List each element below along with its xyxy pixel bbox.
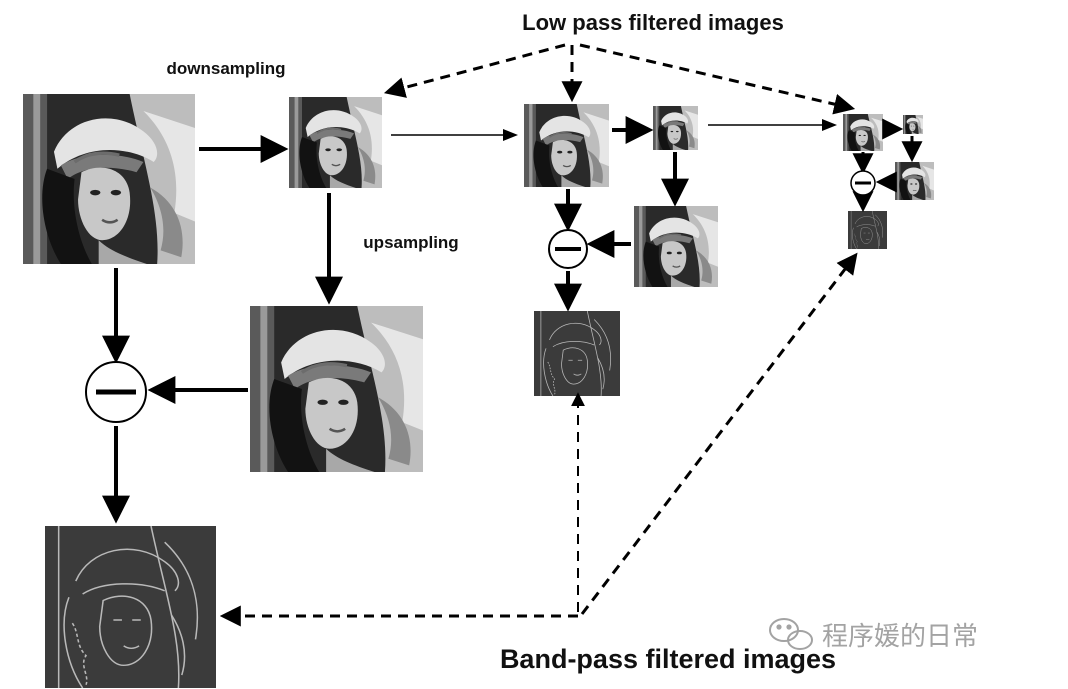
downsampled-image-level-n xyxy=(903,115,923,134)
band-pass-title: Band-pass filtered images xyxy=(500,644,836,674)
dashed-arrow-to-level-1 xyxy=(383,43,566,98)
solid-arrows xyxy=(102,116,923,524)
original-image xyxy=(23,94,195,264)
subtract-operator-0 xyxy=(85,361,147,423)
upsampling-label: upsampling xyxy=(363,233,458,252)
band-pass-image-level-1 xyxy=(534,311,620,396)
upsampled-image-level-1 xyxy=(250,306,423,472)
dashed-arrow-to-level-n xyxy=(579,43,856,115)
low-pass-title: Low pass filtered images xyxy=(522,10,784,35)
downsampled-image-level-1 xyxy=(289,97,382,188)
low-pass-image-level-n xyxy=(843,114,883,151)
downsampling-label: downsampling xyxy=(167,59,286,78)
watermark: 程序媛的日常 xyxy=(769,618,978,652)
subtract-operator-n xyxy=(850,170,876,196)
band-pass-image-level-0 xyxy=(45,526,216,688)
dashed-arrow-to-band-n xyxy=(580,252,858,615)
subtract-operator-1 xyxy=(548,229,588,269)
watermark-text: 程序媛的日常 xyxy=(822,622,978,652)
low-pass-dashed-arrows xyxy=(383,43,856,115)
upsampled-image-level-2 xyxy=(634,206,718,287)
band-pass-image-level-n xyxy=(848,211,887,249)
upsampled-image-level-n xyxy=(895,162,934,200)
band-pass-dashed-arrows xyxy=(219,252,858,627)
wechat-icon xyxy=(769,618,813,650)
downsampled-image-level-2 xyxy=(653,106,698,150)
low-pass-image-level-1 xyxy=(524,104,609,187)
